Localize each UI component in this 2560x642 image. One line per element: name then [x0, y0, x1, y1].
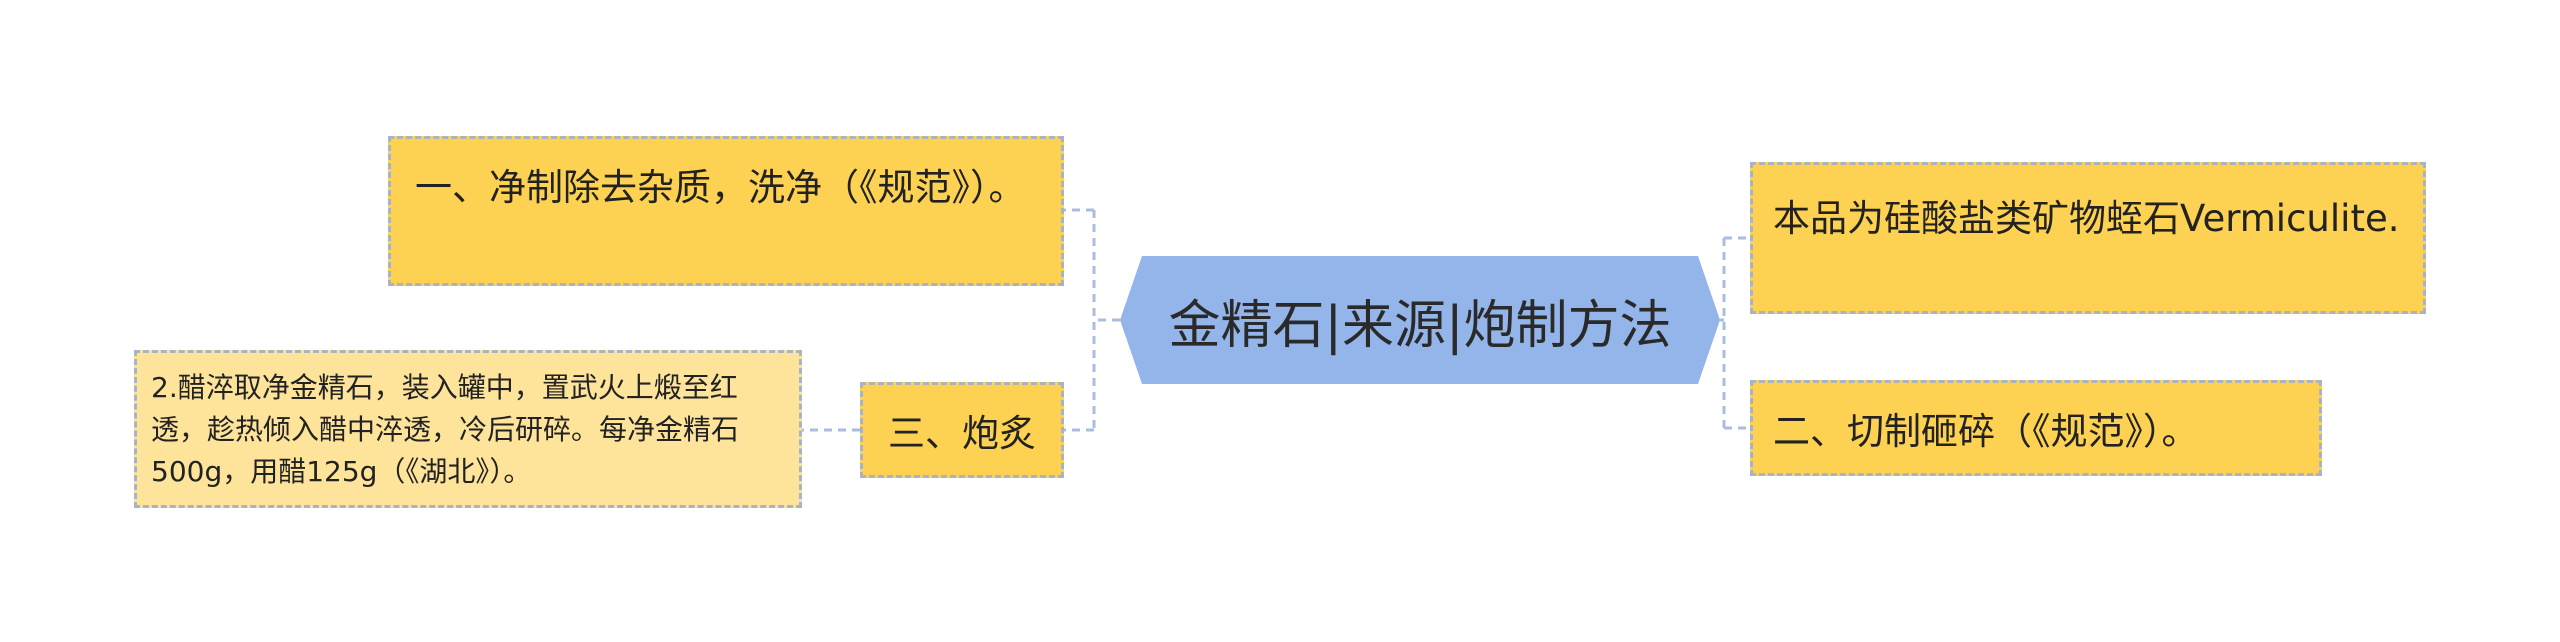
branch-node-3-label: 三、炮炙: [888, 412, 1036, 455]
branch-node-2[interactable]: 二、切制砸碎（《规范》）。: [1750, 380, 2322, 476]
branch-node-3-detail-label: 2.醋淬取净金精石，装入罐中，置武火上煅至红透，趁热倾入醋中淬透，冷后研碎。每净…: [151, 371, 740, 488]
source-node[interactable]: 本品为硅酸盐类矿物蛭石Vermiculite.: [1750, 162, 2426, 314]
branch-node-3[interactable]: 三、炮炙: [860, 382, 1064, 478]
central-topic-node[interactable]: 金精石|来源|炮制方法: [1120, 256, 1720, 384]
branch-node-1-label: 一、净制除去杂质，洗净（《规范》）。: [415, 166, 1026, 209]
branch-node-3-detail[interactable]: 2.醋淬取净金精石，装入罐中，置武火上煅至红透，趁热倾入醋中淬透，冷后研碎。每净…: [134, 350, 802, 508]
branch-node-2-label: 二、切制砸碎（《规范》）。: [1773, 410, 2199, 453]
central-topic-label: 金精石|来源|炮制方法: [1168, 295, 1672, 356]
branch-node-1[interactable]: 一、净制除去杂质，洗净（《规范》）。: [388, 136, 1064, 286]
source-node-label: 本品为硅酸盐类矿物蛭石Vermiculite.: [1773, 197, 2400, 240]
